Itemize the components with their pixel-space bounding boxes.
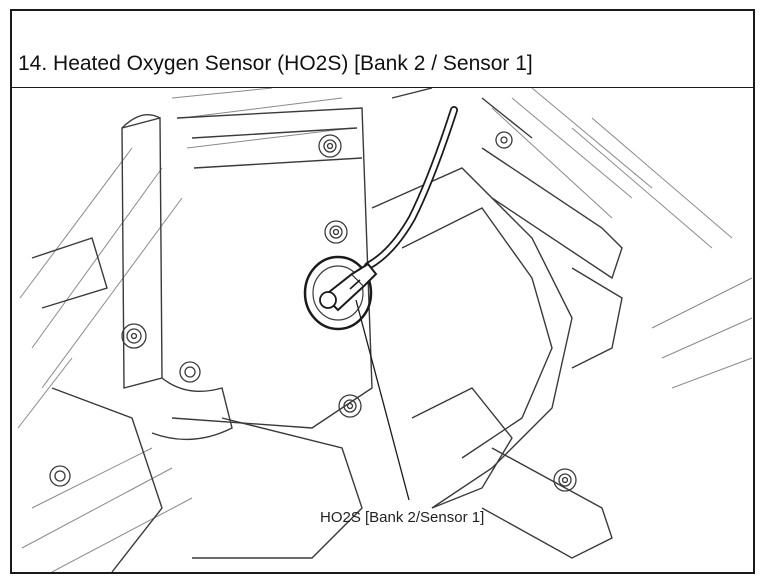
engine-diagram: HO2S [Bank 2/Sensor 1] [12,88,753,572]
bolt [318,134,342,158]
bolt [121,323,147,349]
bolt [495,131,513,149]
engine-body [31,88,623,572]
manifold-plate [171,107,373,429]
title-bar: 14. Heated Oxygen Sensor (HO2S) [Bank 2 … [12,11,753,88]
page-title: 14. Heated Oxygen Sensor (HO2S) [Bank 2 … [18,52,533,75]
sensor-mount-ring [303,255,373,331]
callout-leader [355,299,410,501]
figure-frame: 14. Heated Oxygen Sensor (HO2S) [Bank 2 … [10,9,755,574]
exhaust-housing [371,167,573,509]
oxygen-sensor [303,106,458,331]
bolts [49,131,577,492]
callout-label: HO2S [Bank 2/Sensor 1] [320,509,484,526]
background-hatching [17,88,753,572]
bolt [553,468,577,492]
bolt [49,465,71,487]
bolt [338,394,362,418]
bolt [179,361,201,383]
sensor-wire [364,106,458,270]
diagram-svg: HO2S [Bank 2/Sensor 1] [17,88,753,572]
callout: HO2S [Bank 2/Sensor 1] [320,299,484,526]
bolt [324,220,348,244]
